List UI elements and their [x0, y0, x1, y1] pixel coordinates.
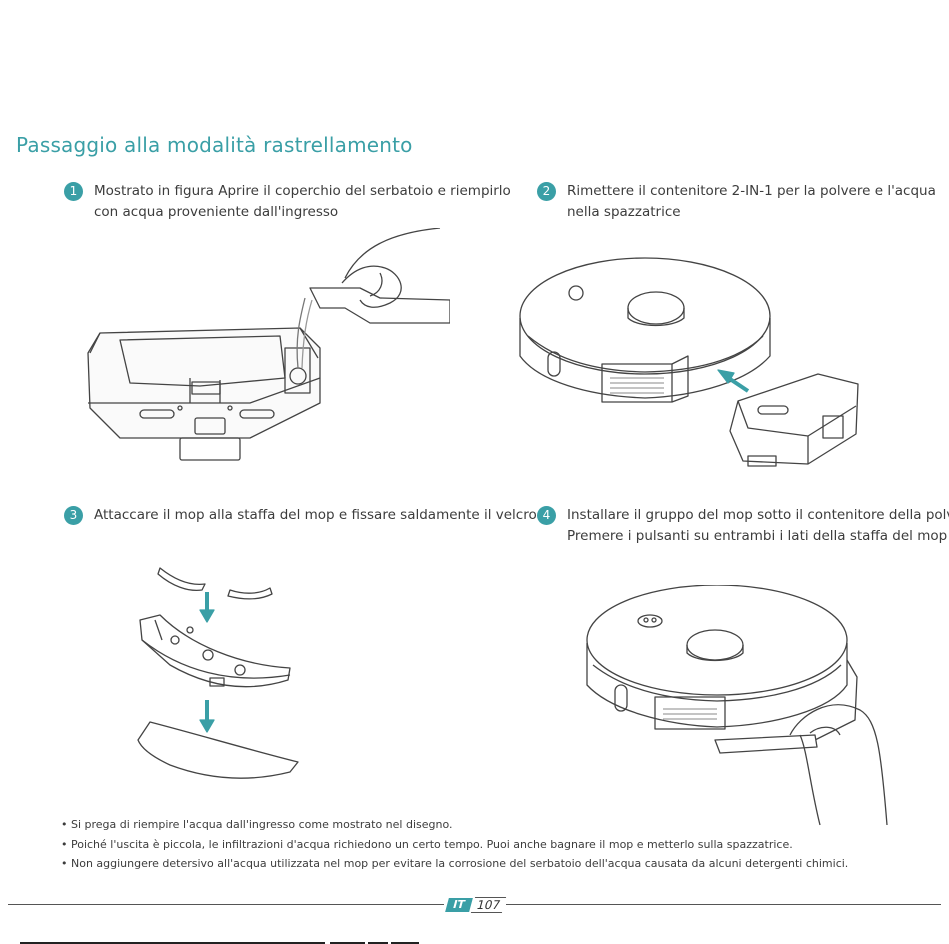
step-3: 3 Attaccare il mop alla staffa del mop e… — [64, 505, 537, 526]
robot-container-insert-illustration — [519, 257, 859, 467]
step-2: 2 Rimettere il contenitore 2-IN-1 per la… — [537, 181, 936, 223]
crop-mark — [391, 942, 419, 944]
step-number-badge: 1 — [64, 182, 83, 201]
step-number-badge: 4 — [537, 506, 556, 525]
language-tag: IT — [445, 898, 473, 912]
page-title: Passaggio alla modalità rastrellamento — [16, 133, 413, 157]
crop-mark — [368, 942, 388, 944]
page-number: 107 — [470, 897, 506, 913]
step-text-line2: con acqua proveniente dall'ingresso — [94, 204, 339, 220]
footer-rule-right — [506, 904, 941, 905]
crop-mark — [20, 942, 325, 944]
step-text-line2: nella spazzatrice — [567, 204, 681, 220]
mop-bracket-illustration — [137, 567, 299, 779]
note-item: • Poiché l'uscita è piccola, le infiltra… — [61, 837, 793, 851]
note-item: • Non aggiungere detersivo all'acqua uti… — [61, 857, 849, 870]
step-number-badge: 3 — [64, 506, 83, 525]
page-number-badge: IT 107 — [445, 897, 506, 913]
step-text-line2: Premere i pulsanti su entrambi i lati de… — [567, 528, 948, 544]
step-number-badge: 2 — [537, 182, 556, 201]
step-text-line1: Installare il gruppo del mop sotto il co… — [567, 507, 949, 523]
notes-list: • Si prega di riempire l'acqua dall'ingr… — [61, 815, 848, 874]
step-text-line1: Rimettere il contenitore 2-IN-1 per la p… — [567, 183, 936, 199]
step-text-line1: Attaccare il mop alla staffa del mop e f… — [94, 507, 537, 523]
step-1: 1 Mostrato in figura Aprire il coperchio… — [64, 181, 511, 223]
water-tank-fill-illustration — [87, 228, 450, 461]
crop-mark — [330, 942, 365, 944]
footer-rule-left — [8, 904, 444, 905]
mop-install-illustration — [586, 585, 888, 826]
step-4: 4 Installare il gruppo del mop sotto il … — [537, 505, 949, 547]
step-text-line1: Mostrato in figura Aprire il coperchio d… — [94, 183, 511, 199]
note-item: • Si prega di riempire l'acqua dall'ingr… — [61, 818, 453, 831]
